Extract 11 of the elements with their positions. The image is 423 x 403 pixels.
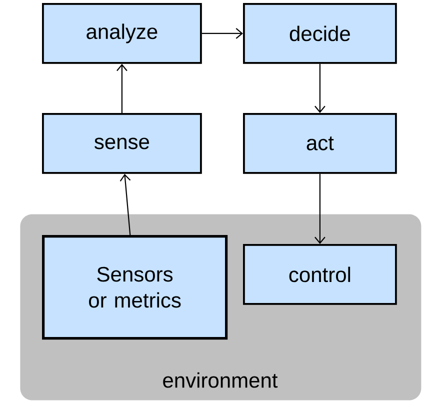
arrow xyxy=(116,64,128,113)
process-box: control xyxy=(243,244,397,305)
arrow xyxy=(314,174,326,244)
process-box: analyze xyxy=(42,3,202,64)
arrow xyxy=(202,28,243,39)
process-box: Sensors or metrics xyxy=(42,235,228,340)
process-box: act xyxy=(243,113,397,174)
arrow xyxy=(314,64,326,113)
arrow xyxy=(120,174,131,236)
process-box: sense xyxy=(42,113,202,174)
process-box: decide xyxy=(243,3,397,64)
